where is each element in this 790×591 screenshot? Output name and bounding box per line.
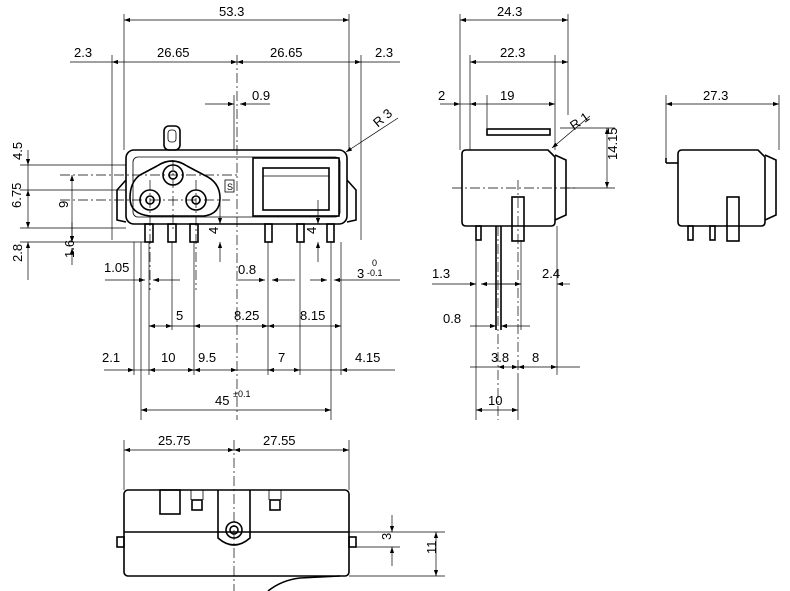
dim-overall-width: 53.3 xyxy=(219,4,244,19)
dim-bottom-height-total: 11 xyxy=(424,541,439,555)
dim-pin-width2: 0.8 xyxy=(238,262,256,277)
dim-spacing-b: 10 xyxy=(161,350,175,365)
dim-radius-front: R 3 xyxy=(370,106,395,130)
side-view: 24.3 22.3 2 19 R 1 14.15 1.3 2.4 0.8 3.8… xyxy=(432,4,620,420)
dim-side-pin-offset: 8 xyxy=(532,350,539,365)
dim-side-offset-left: 2 xyxy=(438,88,445,103)
dim-right-width: 27.3 xyxy=(703,88,728,103)
dim-bottom-right: 27.55 xyxy=(263,433,296,448)
dim-side-pin-width: 0.8 xyxy=(443,311,461,326)
dim-side-height: 14.15 xyxy=(605,127,620,160)
dim-pin-width3: 3 xyxy=(357,266,364,281)
top-latch xyxy=(163,125,181,151)
dim-height-inner: 9 xyxy=(56,201,71,208)
dim-bottom-height-small: 3 xyxy=(379,533,394,540)
dim-side-pin-left: 1.3 xyxy=(432,266,450,281)
dim-pin-len-left: 4 xyxy=(206,227,221,234)
dim-pitch-a: 5 xyxy=(176,308,183,323)
front-housing xyxy=(125,149,348,225)
dim-spacing-e: 4.15 xyxy=(355,350,380,365)
dim-total-pitch: 45 xyxy=(215,393,229,408)
dim-pin-tol-lower: -0.1 xyxy=(367,268,383,278)
dim-side-width-inner: 19 xyxy=(500,88,514,103)
dim-height-lower: 2.8 xyxy=(10,244,25,262)
marking-label: S xyxy=(227,182,233,192)
dim-spacing-d: 7 xyxy=(278,350,285,365)
dim-pin-height: 1.6 xyxy=(62,240,77,258)
right-view: 27.3 xyxy=(665,88,780,242)
dim-side-width-total: 24.3 xyxy=(497,4,522,19)
dim-pitch-b: 8.25 xyxy=(234,308,259,323)
right-housing xyxy=(677,149,766,227)
dim-half-left: 26.65 xyxy=(157,45,190,60)
front-view: S 53.3 xyxy=(9,4,400,420)
marking-box xyxy=(224,179,235,193)
dim-side-pin-right: 2.4 xyxy=(542,266,560,281)
dim-pin-width: 1.05 xyxy=(104,260,129,275)
dim-height-mid: 6.75 xyxy=(9,183,24,208)
front-pins xyxy=(133,223,342,420)
dim-pin-len-right: 4 xyxy=(304,227,319,234)
dim-spacing-c: 9.5 xyxy=(198,350,216,365)
side-housing xyxy=(461,149,556,227)
dim-side-pin-span: 10 xyxy=(488,393,502,408)
dim-margin-right: 2.3 xyxy=(375,45,393,60)
dim-side-radius: R 1 xyxy=(567,109,592,133)
dim-pin-tol-upper: 0 xyxy=(372,258,377,268)
dim-side-width-body: 22.3 xyxy=(500,45,525,60)
dim-side-pin-gap: 3.8 xyxy=(491,350,509,365)
dim-height-upper: 4.5 xyxy=(10,142,25,160)
inlet-outline xyxy=(129,160,221,217)
bottom-view: 25.75 27.55 3 11 xyxy=(116,433,445,591)
dim-bottom-left: 25.75 xyxy=(158,433,191,448)
dim-margin-left: 2.3 xyxy=(74,45,92,60)
dim-offset-top: 0.9 xyxy=(252,88,270,103)
dim-half-right: 26.65 xyxy=(270,45,303,60)
dim-spacing-a: 2.1 xyxy=(102,350,120,365)
dim-pitch-c: 8.15 xyxy=(300,308,325,323)
dim-total-pitch-tol: ±0.1 xyxy=(233,389,250,399)
bottom-housing xyxy=(123,489,350,577)
rocker-switch xyxy=(252,157,340,217)
